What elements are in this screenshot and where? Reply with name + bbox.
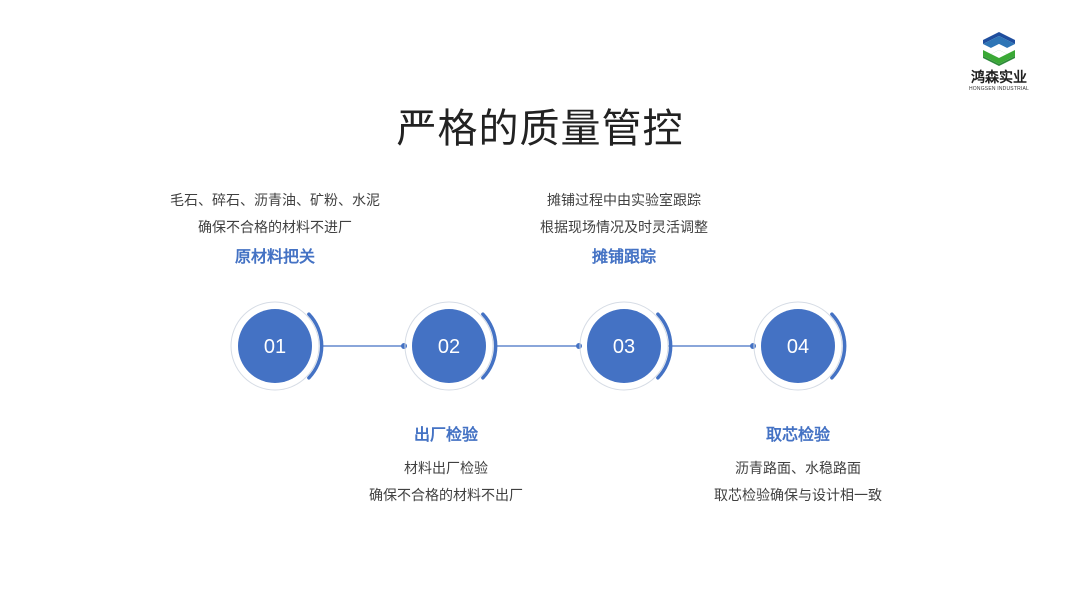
connector-dot (576, 343, 582, 349)
step-2-number: 02 (438, 336, 460, 358)
step-4-heading: 取芯检验 (765, 425, 830, 444)
step-1-heading: 原材料把关 (234, 247, 315, 266)
step-4-text: 取芯检验 沥青路面、水稳路面 取芯检验确保与设计相一致 (648, 420, 948, 510)
step-3-heading: 摊铺跟踪 (591, 247, 656, 266)
step-3-arc (656, 312, 673, 380)
step-4-line-2: 取芯检验确保与设计相一致 (714, 488, 882, 504)
step-2-arc (481, 312, 498, 380)
step-1-line-2: 确保不合格的材料不进厂 (198, 220, 352, 236)
logo-name-cn: 鸿森实业 (971, 70, 1027, 86)
logo-name-en: HONGSEN INDUSTRIAL (969, 86, 1029, 92)
logo-mark-icon (983, 32, 1015, 66)
step-1-text: 毛石、碎石、沥青油、矿粉、水泥 确保不合格的材料不进厂 原材料把关 (125, 188, 425, 272)
step-4-outer-ring (753, 301, 843, 391)
step-1-circle (238, 309, 312, 383)
connector-dot (750, 343, 756, 349)
connector-dot (401, 343, 407, 349)
step-2-circle (412, 309, 486, 383)
step-1-arc (307, 312, 324, 380)
step-3-node: 03 (579, 301, 673, 391)
step-3-line-1: 摊铺过程中由实验室跟踪 (547, 193, 701, 209)
step-1-outer-ring (230, 301, 320, 391)
step-1-node: 01 (230, 301, 324, 391)
step-4-arc (830, 312, 847, 380)
step-4-number: 04 (787, 336, 809, 358)
step-2-line-2: 确保不合格的材料不出厂 (369, 488, 523, 504)
step-4-line-1: 沥青路面、水稳路面 (735, 461, 861, 477)
step-3-number: 03 (613, 336, 635, 358)
step-3-outer-ring (579, 301, 669, 391)
step-4-circle (761, 309, 835, 383)
step-4-node: 04 (753, 301, 847, 391)
step-2-text: 出厂检验 材料出厂检验 确保不合格的材料不出厂 (296, 420, 596, 510)
step-2-node: 02 (404, 301, 498, 391)
step-3-line-2: 根据现场情况及时灵活调整 (540, 220, 708, 236)
step-3-circle (587, 309, 661, 383)
company-logo: 鸿森实业 HONGSEN INDUSTRIAL (962, 30, 1036, 102)
step-3-text: 摊铺过程中由实验室跟踪 根据现场情况及时灵活调整 摊铺跟踪 (474, 188, 774, 272)
step-2-heading: 出厂检验 (413, 425, 478, 444)
step-2-line-1: 材料出厂检验 (404, 461, 488, 477)
step-2-outer-ring (404, 301, 494, 391)
page-title: 严格的质量管控 (396, 106, 684, 152)
step-1-line-1: 毛石、碎石、沥青油、矿粉、水泥 (170, 193, 380, 209)
step-1-number: 01 (264, 336, 286, 358)
